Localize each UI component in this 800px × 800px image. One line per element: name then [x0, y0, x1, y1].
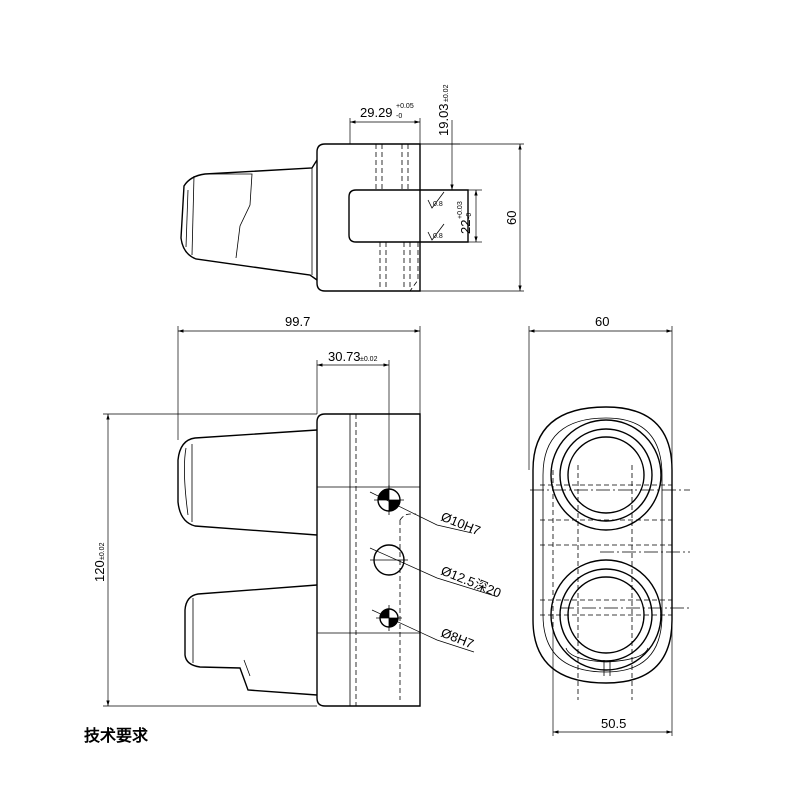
dim-top-offset: 19.03 — [436, 103, 451, 136]
dim-top-width-tol-upper: +0.05 — [396, 103, 414, 110]
side-outline — [532, 406, 673, 684]
dim-front-length: 99.7 — [285, 314, 310, 329]
dim-front-height-tol: ±0.02 — [99, 542, 106, 560]
top-arm-outline — [180, 159, 318, 281]
callout-hole-middle-depth: 深20 — [472, 576, 503, 600]
dim-top-width: 29.29 — [360, 105, 393, 120]
front-lower-arm — [184, 584, 318, 696]
callout-hole-upper: Ø10H7 — [439, 509, 483, 538]
top-body-outline — [316, 143, 421, 292]
top-slot — [348, 189, 469, 243]
roughness-lower: 0.8 — [433, 233, 443, 240]
front-view: Ø10H7 Ø12.5 深20 Ø8H7 99.7 30.73 ±0.02 12… — [92, 314, 503, 707]
leader-lower — [371, 609, 475, 653]
side-view: 60 50.5 — [528, 314, 690, 736]
leader-middle — [369, 547, 496, 597]
dim-slot-width: 22 — [458, 220, 473, 234]
side-upper-bore — [550, 419, 662, 531]
top-view: 29.29 +0.05 -0 19.03 ±0.02 22 +0.03 -0 6… — [180, 84, 524, 292]
dim-slot-tol-lower: -0 — [466, 213, 473, 219]
front-body-outline — [316, 413, 421, 707]
callout-hole-middle: Ø12.5 — [439, 563, 477, 590]
dim-side-width: 60 — [595, 314, 609, 329]
dim-slot-tol-upper: +0.03 — [457, 201, 464, 219]
callout-hole-lower: Ø8H7 — [439, 625, 476, 652]
dim-front-offset: 30.73 — [328, 349, 361, 364]
leader-upper — [369, 491, 473, 534]
front-upper-arm — [177, 429, 318, 536]
dim-top-height: 60 — [504, 211, 519, 225]
dim-top-width-tol-lower: -0 — [396, 113, 402, 120]
dim-front-offset-tol: ±0.02 — [360, 356, 378, 363]
dim-front-height: 120 — [92, 560, 107, 582]
dim-side-bottom-width: 50.5 — [601, 716, 626, 731]
roughness-upper: 0.8 — [433, 201, 443, 208]
dim-top-offset-tol: ±0.02 — [443, 84, 450, 102]
technical-requirements-label: 技术要求 — [84, 726, 149, 745]
